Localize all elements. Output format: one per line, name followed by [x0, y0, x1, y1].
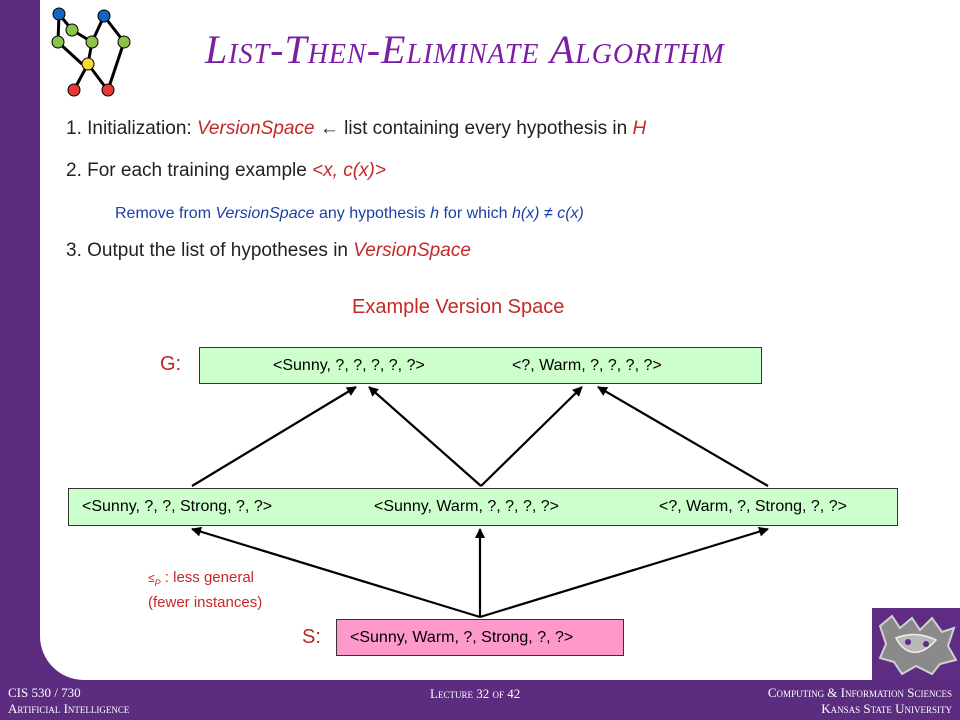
step-1-h: H	[632, 118, 647, 139]
legend-text-1: : less general	[160, 569, 254, 586]
s-set-box	[336, 619, 624, 656]
middle-set-box	[68, 488, 898, 526]
less-general-symbol: ≤	[148, 571, 155, 585]
sub-mid2: for which	[439, 205, 512, 222]
step-2-var: <x, c(x)>	[312, 160, 386, 181]
not-equal-icon: ≠	[543, 205, 553, 222]
version-space-title: Example Version Space	[352, 296, 565, 318]
middle-hypothesis-3: <?, Warm, ?, Strong, ?, ?>	[659, 498, 847, 515]
slide-title: List-Then-Eliminate Algorithm	[205, 27, 725, 72]
step-1-mid: list containing every hypothesis in	[338, 118, 633, 139]
footer-course: CIS 530 / 730	[8, 685, 81, 700]
step-2-prefix: 2. For each training example	[66, 160, 313, 181]
footer-university: Kansas State University	[821, 701, 952, 716]
step-1-prefix: 1. Initialization:	[66, 118, 197, 139]
footer-course-name: Artificial Intelligence	[8, 701, 130, 716]
step-1: 1. Initialization: VersionSpace ← list c…	[66, 118, 646, 140]
legend-line-2: (fewer instances)	[148, 594, 263, 611]
g-hypothesis-2: <?, Warm, ?, ?, ?, ?>	[512, 357, 662, 374]
g-label: G:	[160, 353, 182, 375]
footer-dept: Computing & Information Sciences	[767, 685, 952, 700]
s-label: S:	[302, 626, 321, 648]
footer-lecture: Lecture 32 of 42	[430, 686, 521, 701]
middle-hypothesis-2: <Sunny, Warm, ?, ?, ?, ?>	[374, 498, 559, 515]
step-3-prefix: 3. Output the list of hypotheses in	[66, 240, 354, 261]
step-2: 2. For each training example <x, c(x)>	[66, 160, 386, 182]
sub-h: h	[430, 205, 440, 222]
step-3-var: VersionSpace	[353, 240, 471, 261]
sub-cx: c(x)	[557, 205, 584, 222]
sub-prefix: Remove from	[115, 205, 216, 222]
g-set-box	[199, 347, 762, 384]
step-3: 3. Output the list of hypotheses in Vers…	[66, 240, 471, 262]
sub-mid: any hypothesis	[314, 205, 431, 222]
legend: ≤P : less general (fewer instances)	[148, 568, 262, 613]
less-general-sub: P	[154, 578, 161, 588]
g-hypothesis-1: <Sunny, ?, ?, ?, ?, ?>	[273, 357, 425, 374]
graph-network-logo	[51, 7, 131, 97]
sub-hx: h(x)	[511, 205, 540, 222]
step-1-var: VersionSpace	[196, 118, 315, 139]
sub-var: VersionSpace	[215, 205, 315, 222]
assign-arrow-icon: ←	[319, 118, 339, 139]
step-2-sub: Remove from VersionSpace any hypothesis …	[115, 205, 584, 223]
middle-hypothesis-1: <Sunny, ?, ?, Strong, ?, ?>	[82, 498, 273, 515]
wildcat-logo	[872, 608, 960, 680]
legend-line-1: ≤P : less general	[148, 568, 262, 593]
s-hypothesis-1: <Sunny, Warm, ?, Strong, ?, ?>	[350, 629, 574, 646]
